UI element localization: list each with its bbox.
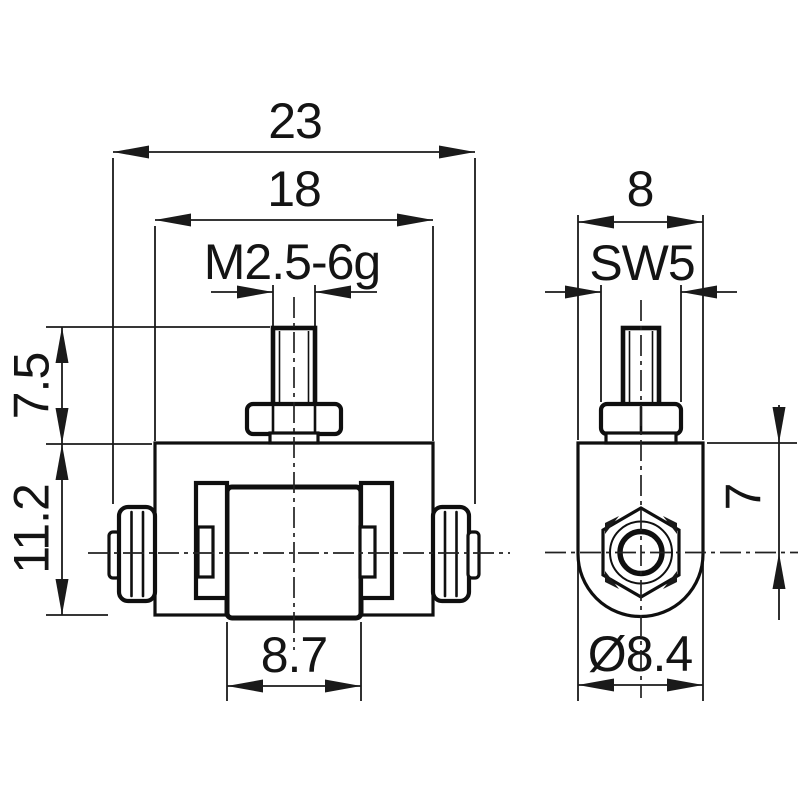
arrowhead [237,285,273,299]
dim-side-diameter-label: Ø8.4 [588,626,693,682]
arrowhead [667,215,703,229]
arrowhead [681,285,717,299]
dim-front-body-width: 18 [154,161,434,441]
arrowhead [439,145,475,159]
axle-nut-right [430,504,472,604]
axle-washer-inner-right [358,525,377,579]
axle-nut-left [116,504,158,604]
arrowhead [565,285,601,299]
arrowhead [772,407,786,443]
axle-washer-inner-left [196,525,215,579]
axle-washer-outer-right [466,530,481,580]
dim-front-body-width-label: 18 [267,161,321,217]
dim-front-heights: 7.5 11.2 [4,326,270,616]
arrowhead [55,327,69,363]
arrowhead [55,579,69,615]
dim-front-overall-width-label: 23 [268,93,322,149]
nut-chamfer-mark [663,516,677,534]
dim-front-height-stem-label: 7.5 [4,353,60,420]
dim-front-thread-label: M2.5-6g [204,234,380,290]
nut-chamfer-mark [605,516,619,534]
dim-side-wrench-label: SW5 [589,235,694,291]
arrowhead [55,408,69,444]
front-view: 23 18 M2.5-6g [4,93,510,701]
side-view: 8 SW5 7 Ø8.4 [545,161,798,701]
arrowhead [772,553,786,589]
dim-side-wrench: SW5 [545,235,737,402]
dim-side-axis-height-label: 7 [716,484,772,511]
dim-side-depth-label: 8 [627,161,654,217]
nut-chamfer-mark [663,571,677,589]
dim-front-roller-width: 8.7 [226,622,362,701]
arrowhead [397,213,433,227]
dim-front-thread: M2.5-6g [204,234,381,326]
dim-front-height-body-label: 11.2 [4,484,60,574]
dim-side-depth: 8 [577,161,704,440]
dim-front-overall-width: 23 [112,93,476,504]
arrowhead [227,679,263,693]
dim-side-axis-height: 7 [707,405,797,620]
arrowhead [113,145,149,159]
dim-front-roller-width-label: 8.7 [261,627,328,683]
arrowhead [578,215,614,229]
nut-chamfer-mark [605,571,619,589]
arrowhead [315,285,351,299]
arrowhead [155,213,191,227]
arrowhead [325,679,361,693]
arrowhead [667,678,703,692]
arrowhead [55,444,69,480]
arrowhead [578,678,614,692]
